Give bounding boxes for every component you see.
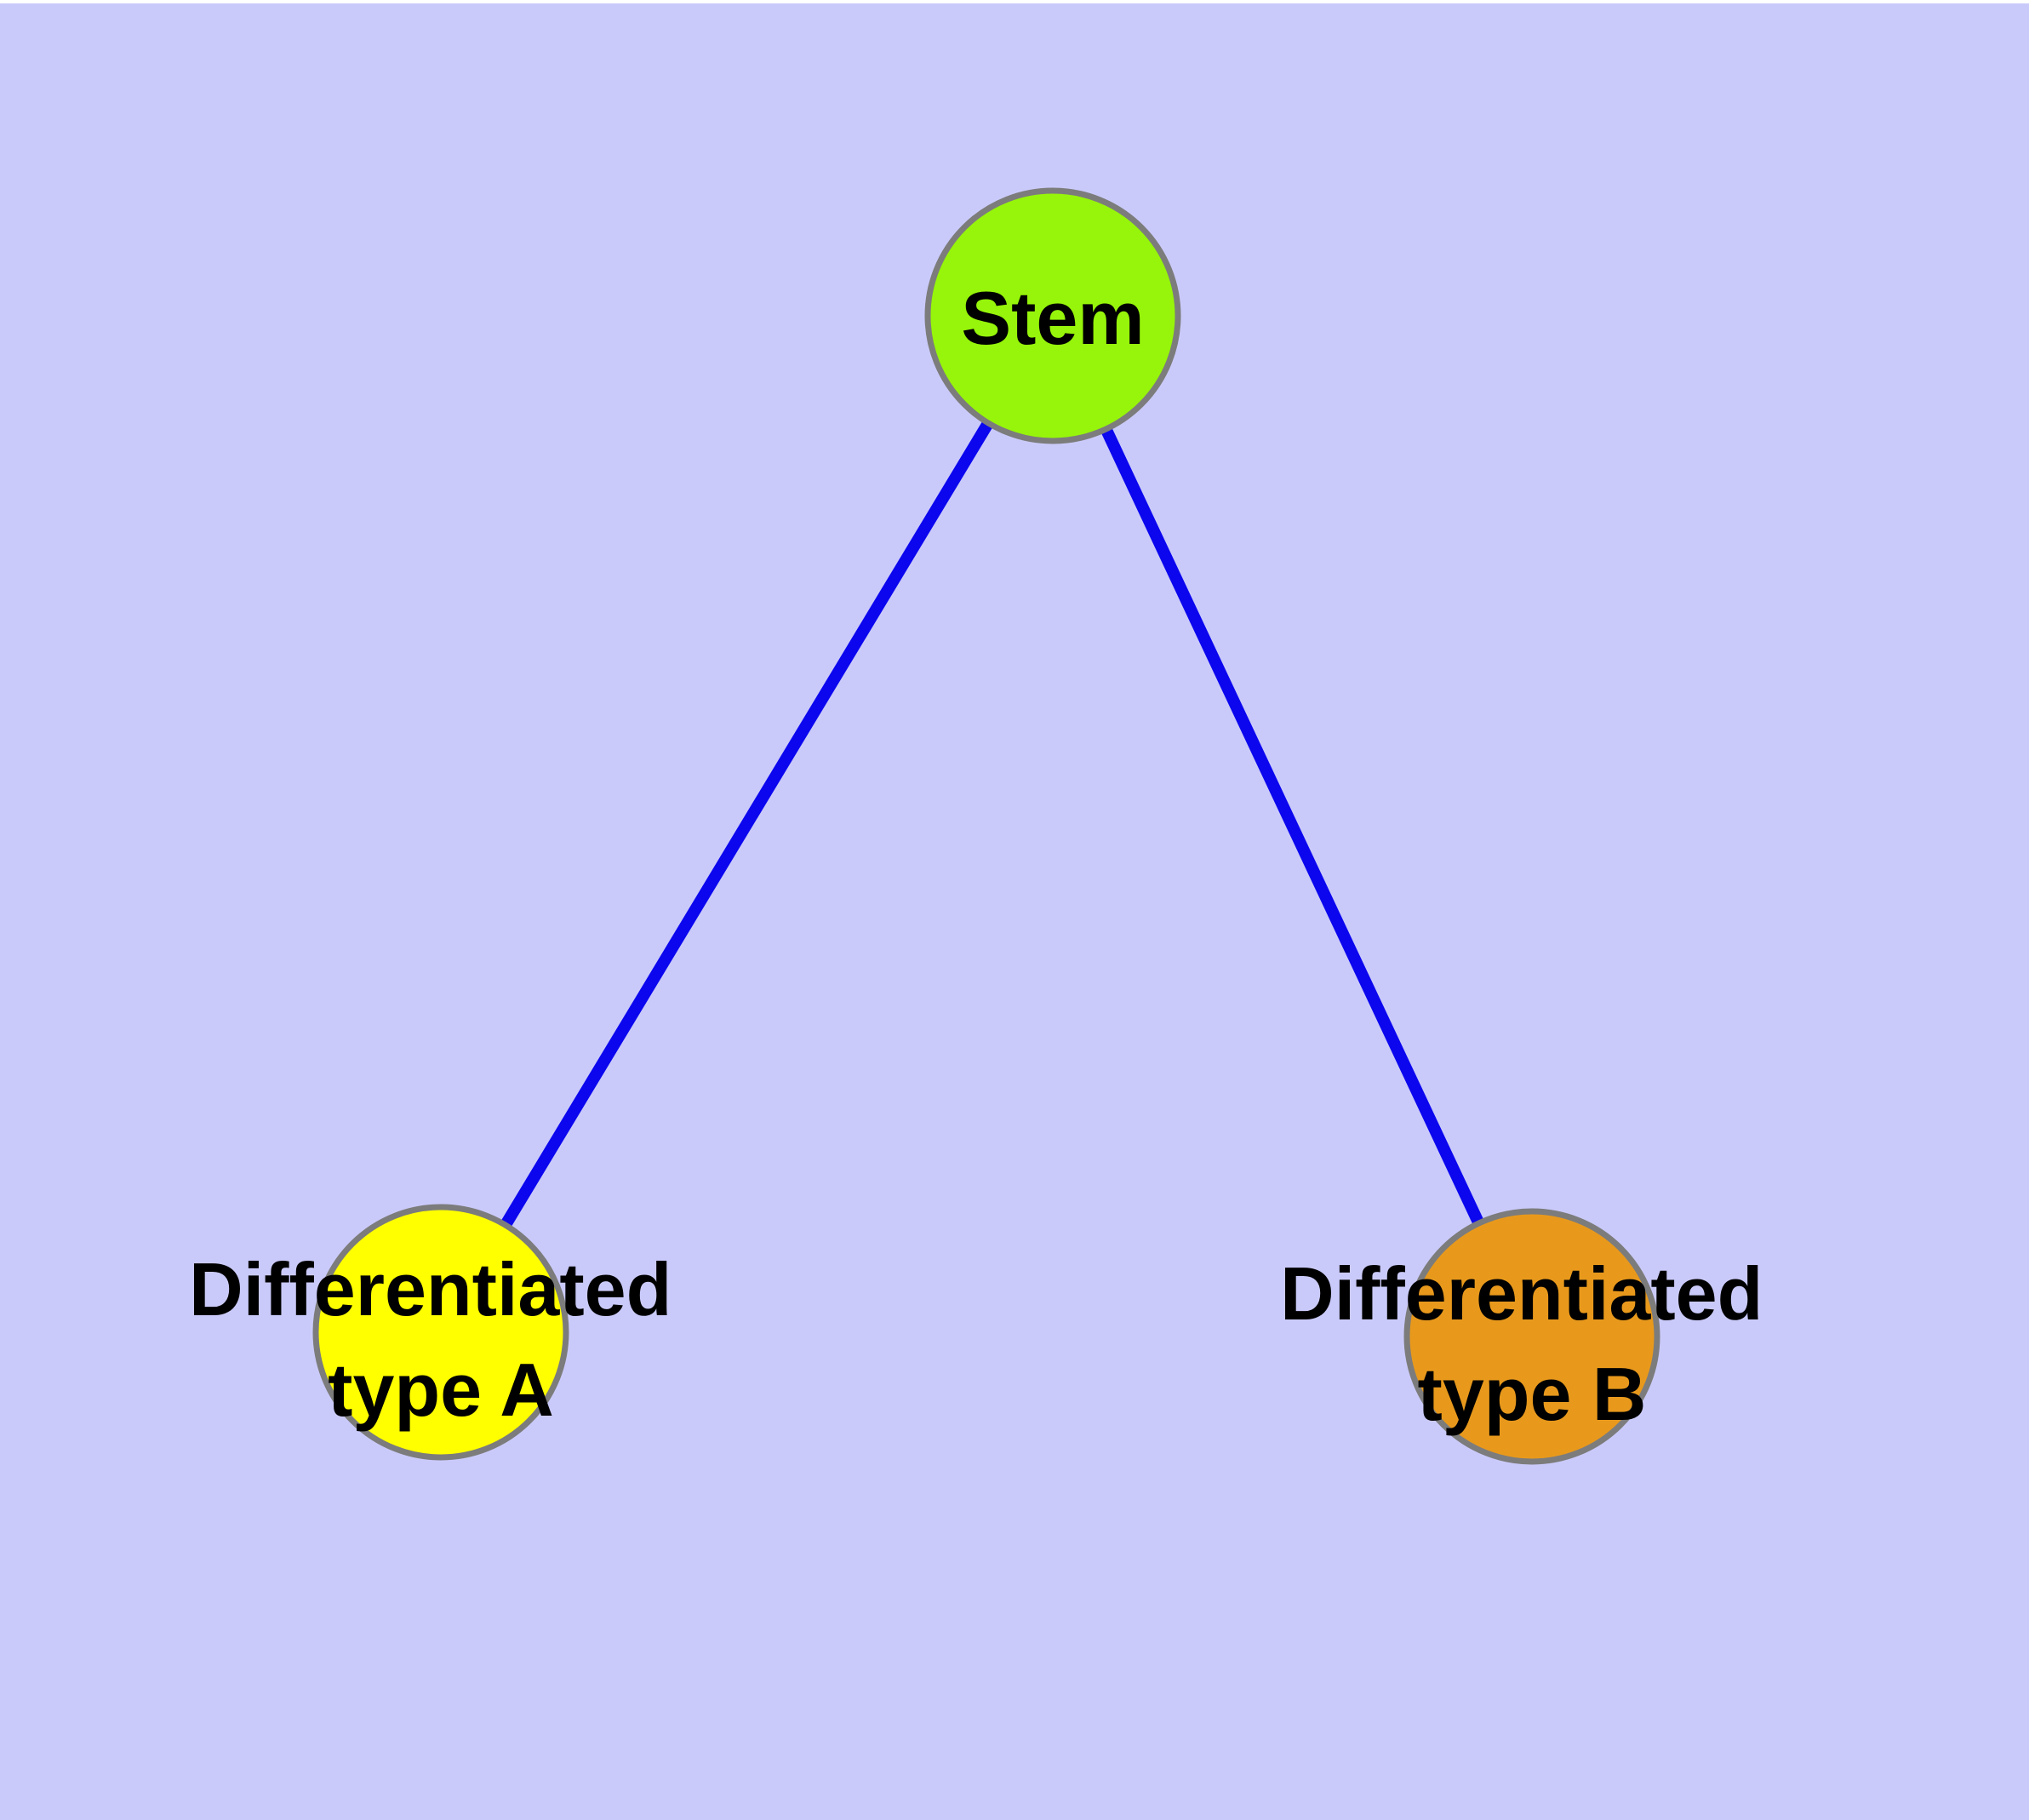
node-type-a-label-line1: Differentiated bbox=[189, 1247, 672, 1331]
node-type-b-label-line1: Differentiated bbox=[1280, 1251, 1763, 1336]
edge-stem-to-type-a bbox=[436, 312, 1058, 1336]
node-type-a-circle bbox=[312, 1204, 569, 1461]
node-type-a: Differentiated type A bbox=[189, 1204, 693, 1461]
node-type-a-label-line2: type A bbox=[328, 1348, 554, 1432]
node-stem: Stem bbox=[924, 187, 1181, 444]
node-type-b-label-line2: type B bbox=[1418, 1352, 1647, 1436]
edge-stem-to-type-b bbox=[1047, 313, 1538, 1339]
node-stem-label: Stem bbox=[961, 276, 1144, 360]
node-type-a-label: Differentiated type A bbox=[189, 1247, 693, 1432]
node-type-b-label: Differentiated type B bbox=[1280, 1251, 1784, 1436]
node-type-b: Differentiated type B bbox=[1280, 1208, 1784, 1465]
node-stem-circle bbox=[924, 187, 1181, 444]
node-type-b-circle bbox=[1403, 1208, 1660, 1465]
